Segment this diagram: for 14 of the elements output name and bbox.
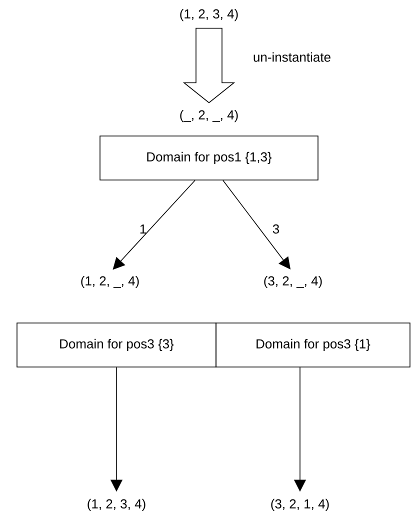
tuple-label: (1, 2, 3, 4)	[180, 8, 238, 22]
tuple-label: (3, 2, _, 4)	[264, 276, 322, 288]
arrow	[112, 180, 196, 270]
tuple-label: (3, 2, 1, 4)	[271, 498, 329, 512]
block-arrow	[182, 28, 236, 104]
edge-label: 3	[272, 224, 280, 234]
domain-box: Domain for pos1 {1,3}	[100, 136, 318, 180]
edge-label: un-instantiate	[254, 52, 330, 62]
domain-box: Domain for pos3 {3}	[16, 322, 216, 368]
tuple-label: (1, 2, 3, 4)	[88, 498, 146, 512]
tuple-label: (1, 2, _, 4)	[81, 276, 139, 288]
tuple-label: (_, 2, _, 4)	[180, 110, 238, 122]
domain-box: Domain for pos3 {1}	[216, 322, 410, 368]
edge-label: 1	[140, 224, 146, 234]
